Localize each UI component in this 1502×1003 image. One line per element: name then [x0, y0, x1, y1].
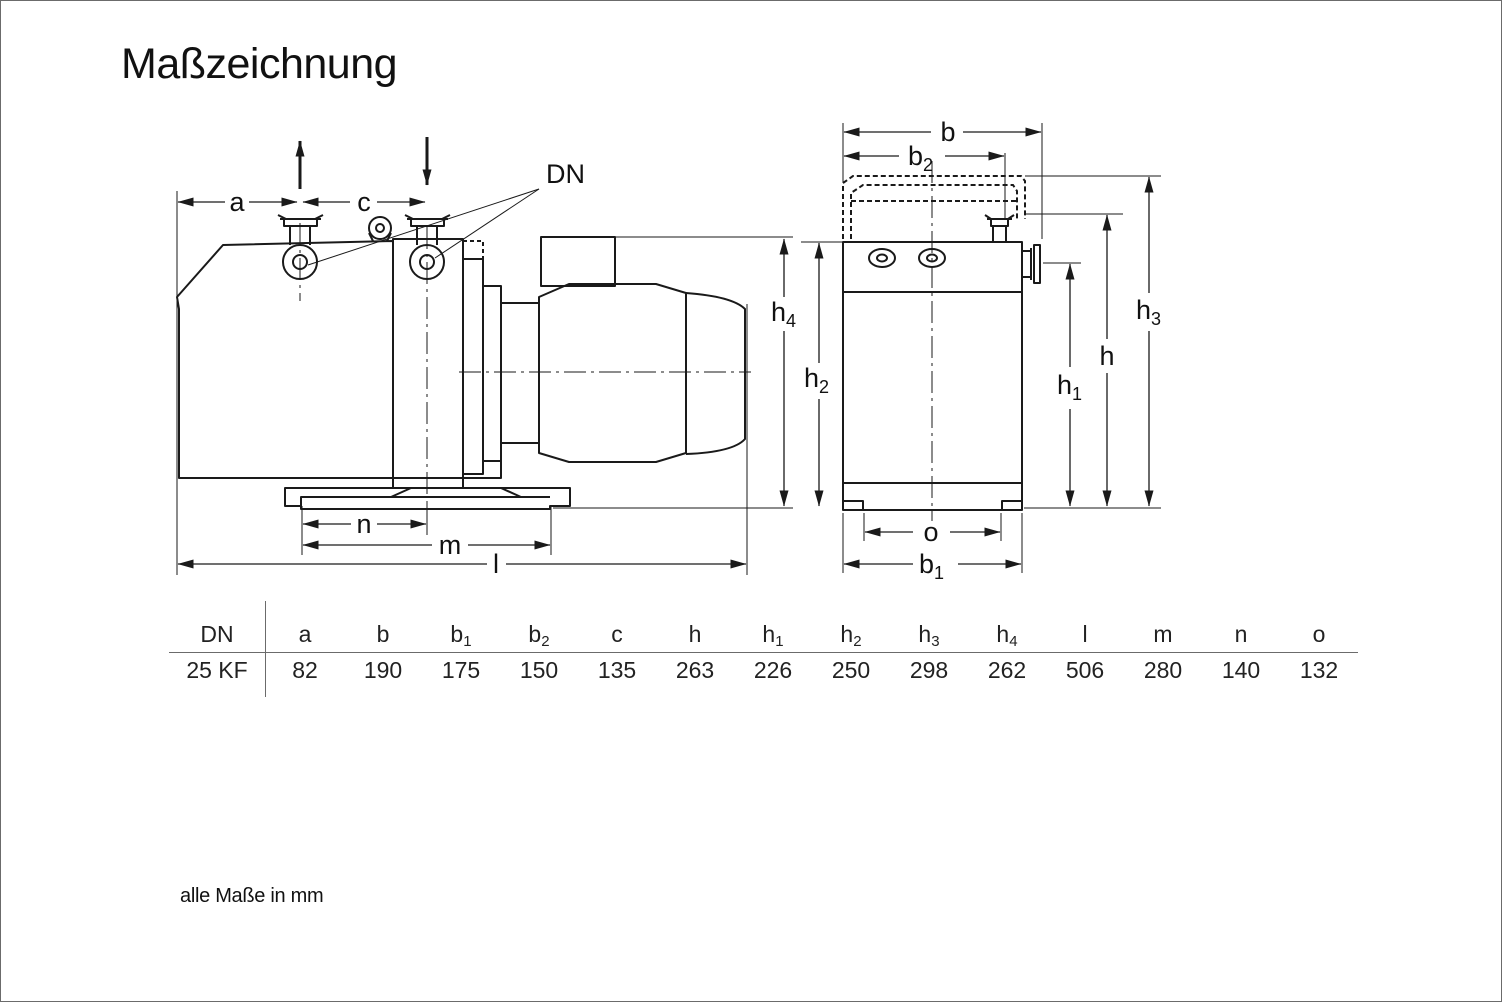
- table-cell: 140: [1221, 657, 1261, 683]
- base-plate-stand: [390, 461, 522, 498]
- table-cell: 175: [441, 657, 481, 683]
- table-cell: 263: [675, 657, 715, 683]
- motor-body: [538, 283, 687, 463]
- front-side-flange: [1022, 244, 1041, 284]
- table-header-a: a: [298, 621, 312, 647]
- label-c: c: [357, 187, 371, 217]
- table-cell: 132: [1299, 657, 1339, 683]
- table-cell: 82: [292, 657, 318, 683]
- front-dimension-lines: [814, 127, 1154, 569]
- pump-housing: [176, 240, 394, 479]
- page-title: Maßzeichnung: [121, 40, 398, 88]
- table-header-c: c: [611, 621, 623, 647]
- label-h3: h3: [1136, 295, 1161, 329]
- dn-leaders: [307, 188, 540, 266]
- table-header-b: b: [376, 621, 390, 647]
- table-header-o: o: [1312, 621, 1326, 647]
- table-header-h2: h2: [840, 621, 862, 650]
- front-port-left: [868, 248, 896, 268]
- table-header-h1: h1: [762, 621, 784, 650]
- label-h2: h2: [804, 363, 829, 397]
- dimension-table: DN a b b1 b2 c h h1 h2 h3 h4 l m n o 25 …: [169, 601, 1358, 697]
- label-b1: b1: [919, 549, 944, 583]
- table-header-m: m: [1153, 621, 1173, 647]
- label-b2: b2: [908, 141, 933, 175]
- label-h4: h4: [771, 297, 796, 331]
- table-header-n: n: [1234, 621, 1248, 647]
- label-n: n: [356, 509, 371, 539]
- table-cell-dn: 25 KF: [169, 652, 266, 697]
- label-h1: h1: [1057, 370, 1082, 404]
- table-header-dn: DN: [169, 601, 266, 653]
- label-a: a: [229, 187, 245, 217]
- side-view: [176, 214, 746, 510]
- table-cell: 280: [1143, 657, 1183, 683]
- table-header-l: l: [1082, 621, 1088, 647]
- side-dimension-lines: [177, 197, 789, 569]
- exhaust-filter-outline: [842, 175, 1026, 239]
- front-feet: [843, 500, 1022, 510]
- table-cell: 135: [597, 657, 637, 683]
- table-cell: 190: [363, 657, 403, 683]
- front-extension-lines: [801, 123, 1161, 573]
- label-o: o: [923, 517, 938, 547]
- side-extension-lines: [176, 191, 793, 575]
- table-header-b1: b1: [450, 621, 472, 650]
- coupling-flange: [462, 258, 484, 475]
- table-cell: 506: [1065, 657, 1105, 683]
- table-header-b2: b2: [528, 621, 550, 650]
- label-h: h: [1099, 341, 1114, 371]
- base-plate: [284, 487, 571, 510]
- table-row: 25 KF 82 190 175 150 135 263 226 250 298…: [169, 652, 1358, 697]
- units-note: alle Maße in mm: [180, 885, 324, 907]
- lifting-eye-hole: [375, 223, 385, 233]
- motor-fan-cover: [685, 292, 746, 455]
- base-plate-web: [300, 478, 550, 506]
- table-header-h: h: [688, 621, 702, 647]
- label-dn: DN: [546, 159, 585, 189]
- motor-terminal-box: [540, 236, 616, 287]
- front-top-flange: [984, 214, 1015, 242]
- table-cell: 250: [831, 657, 871, 683]
- table-cell: 262: [987, 657, 1027, 683]
- oil-sight-glass: [462, 240, 484, 260]
- lifting-eye: [368, 216, 392, 240]
- table-header-h4: h4: [996, 621, 1018, 650]
- side-center-lines: [299, 223, 751, 499]
- coupling-shaft: [500, 302, 540, 444]
- coupling-ring: [482, 285, 502, 462]
- label-m: m: [439, 530, 462, 560]
- table-cell: 298: [909, 657, 949, 683]
- dimension-labels: a c DN n m l h4 b b2 o b1 h2 h1 h h3: [229, 117, 1161, 583]
- flow-arrows: [295, 137, 432, 189]
- dimension-table-header: DN a b b1 b2 c h h1 h2 h3 h4 l m n o: [169, 601, 1358, 653]
- table-cell: 226: [753, 657, 793, 683]
- front-view: [842, 214, 1041, 511]
- label-b: b: [940, 117, 955, 147]
- table-cell: 150: [519, 657, 559, 683]
- label-l: l: [493, 549, 499, 579]
- pump-front-section: [392, 238, 464, 479]
- table-header-h3: h3: [918, 621, 940, 650]
